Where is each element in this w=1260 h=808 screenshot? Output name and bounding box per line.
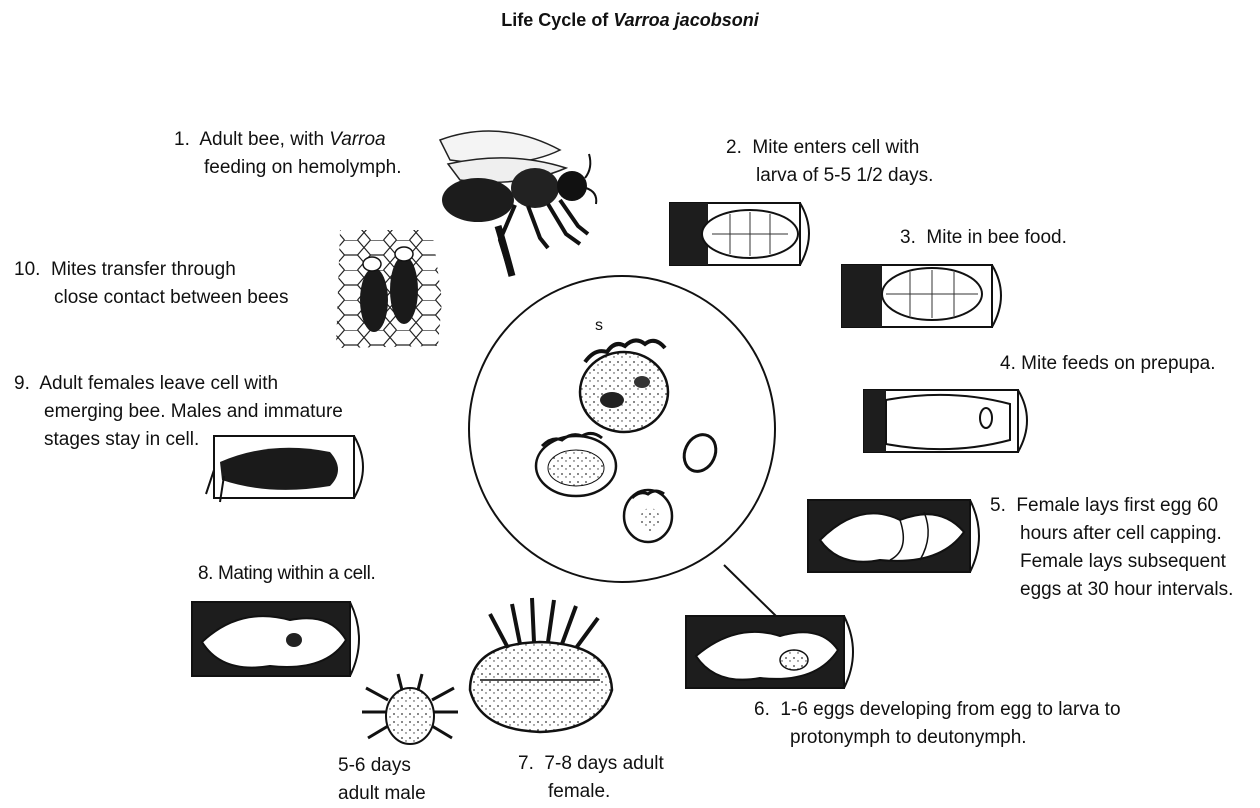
step-8-label: 8. Mating within a cell. bbox=[198, 560, 375, 588]
step-5-label: 5. Female lays first egg 60 hours after … bbox=[990, 492, 1233, 604]
step-3-label: 3. Mite in bee food. bbox=[900, 224, 1067, 252]
step-9-label: 9. Adult females leave cell with emergin… bbox=[14, 370, 343, 454]
central-mite-circle bbox=[469, 276, 776, 616]
adult-male-mite-illustration bbox=[362, 674, 458, 744]
adult-bee-illustration bbox=[440, 131, 596, 276]
varroa-mite-illustration bbox=[536, 340, 722, 542]
step-7-label: 7. 7-8 days adult female. bbox=[518, 750, 664, 806]
step-10-label: 10. Mites transfer through close contact… bbox=[14, 256, 289, 312]
adult-male-label: 5-6 days adult male bbox=[338, 752, 426, 808]
diagram-title: Life Cycle of Varroa jacobsoni bbox=[0, 8, 1260, 32]
step-1-label: 1. Adult bee, with Varroa feeding on hem… bbox=[174, 126, 402, 182]
step-2-label: 2. Mite enters cell with larva of 5-5 1/… bbox=[726, 134, 933, 190]
circle-label-s: s bbox=[595, 312, 603, 340]
honeycomb-bees-illustration bbox=[336, 230, 442, 348]
adult-female-mite-illustration bbox=[470, 598, 612, 732]
step-6-label: 6. 1-6 eggs developing from egg to larva… bbox=[754, 696, 1121, 752]
step-4-label: 4. Mite feeds on prepupa. bbox=[1000, 350, 1216, 378]
